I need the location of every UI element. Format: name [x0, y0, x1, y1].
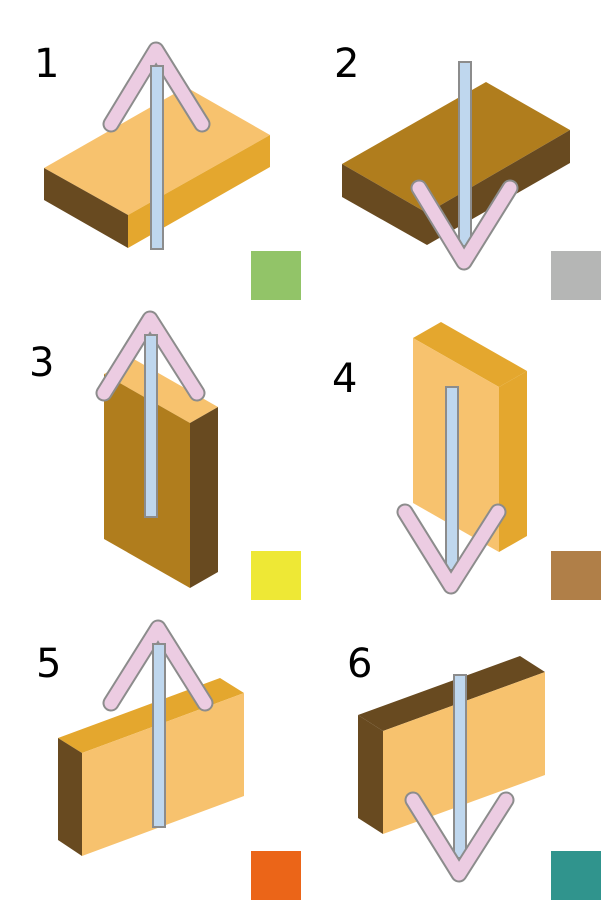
- panel-5-arrow: [102, 619, 214, 828]
- panel-6-box-side: [358, 715, 383, 834]
- panel-3: 3: [29, 310, 301, 600]
- panel-6-color-swatch: [551, 851, 601, 900]
- panel-4-arrow-head: [398, 505, 505, 593]
- panel-6-arrow-shaft: [453, 674, 467, 859]
- panel-5-arrow-head: [104, 621, 212, 710]
- panel-4-box-top: [413, 322, 527, 387]
- panel-2-box: [342, 82, 570, 245]
- panel-3-color-swatch: [251, 551, 301, 600]
- panel-6-arrow: [404, 674, 515, 883]
- panel-1-arrow: [102, 41, 211, 250]
- panel-1-arrow-shaft: [150, 65, 164, 250]
- panel-2-box-top: [342, 82, 570, 213]
- panel-5-arrow-shaft: [152, 643, 166, 828]
- panel-4-box: [413, 322, 527, 552]
- panel-2-arrow-head: [412, 181, 517, 269]
- panel-3-box-top: [104, 358, 218, 423]
- panel-1-box-left-side: [44, 168, 128, 248]
- panel-6-box-top: [358, 656, 545, 731]
- panel-1-arrow-head: [104, 43, 209, 131]
- panel-6: 6: [347, 641, 601, 900]
- panel-4-color-swatch: [551, 551, 601, 600]
- panel-3-arrow-head: [97, 312, 204, 400]
- panel-5-color-swatch: [251, 851, 301, 900]
- panel-3-arrow-shaft: [144, 334, 158, 518]
- panel-3-label: 3: [29, 340, 54, 386]
- panel-5-box: [58, 678, 244, 856]
- panel-2: 2: [334, 41, 601, 300]
- panel-5-label: 5: [36, 641, 61, 687]
- panel-4: 4: [332, 322, 601, 600]
- panel-4-label: 4: [332, 356, 357, 402]
- panel-1-color-swatch: [251, 251, 301, 300]
- panel-3-arrow: [95, 310, 206, 518]
- panel-3-box: [104, 358, 218, 588]
- panel-4-box-side: [499, 371, 527, 552]
- panel-1: 1: [34, 41, 301, 300]
- panel-2-arrow-shaft: [458, 61, 472, 247]
- panel-2-label: 2: [334, 41, 359, 87]
- panel-5: 5: [36, 619, 301, 900]
- panel-2-color-swatch: [551, 251, 601, 300]
- panel-2-box-left-side: [342, 164, 427, 245]
- panel-3-box-side: [190, 407, 218, 588]
- panel-5-box-side: [58, 738, 82, 856]
- panel-2-arrow: [410, 61, 519, 271]
- panel-4-arrow-shaft: [445, 386, 459, 571]
- panel-6-arrow-head: [406, 793, 513, 881]
- panel-6-box: [358, 656, 545, 834]
- panel-6-label: 6: [347, 641, 372, 687]
- panel-1-label: 1: [34, 41, 59, 87]
- panel-4-arrow: [396, 386, 507, 595]
